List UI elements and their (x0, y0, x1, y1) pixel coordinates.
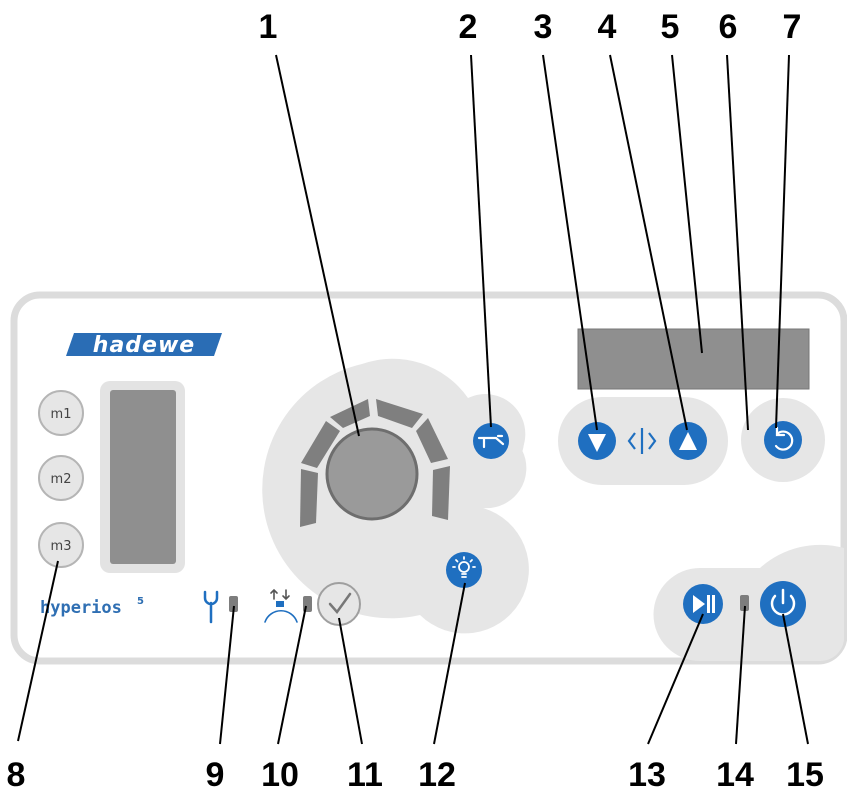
leader-line-14 (735, 605, 746, 745)
leader-line-8 (17, 560, 59, 742)
memory-button-m2-label: m2 (51, 472, 72, 487)
callout-11: 11 (347, 756, 383, 794)
callout-1: 1 (259, 8, 278, 46)
callout-14: 14 (716, 756, 754, 794)
callout-8: 8 (7, 756, 26, 794)
callout-7: 7 (783, 8, 802, 46)
play-pause-button[interactable] (683, 584, 723, 624)
down-arrow-icon (588, 434, 606, 452)
ring-segment-5 (416, 418, 448, 463)
leader-line-11 (338, 617, 363, 745)
leader-line-12 (433, 582, 466, 745)
memory-button-m3-label: m3 (51, 539, 72, 554)
callout-10: 10 (261, 756, 299, 794)
leader-line-1 (275, 54, 360, 437)
play-pause-icon (693, 595, 715, 613)
adjust-width-icon (627, 428, 657, 454)
leader-line-9 (219, 605, 235, 745)
side-display (110, 390, 176, 564)
main-display (577, 328, 810, 390)
thickness-icon (264, 588, 298, 623)
ring-segment-3 (330, 399, 370, 428)
down-button[interactable] (578, 422, 616, 460)
callout-13: 13 (628, 756, 666, 794)
checkmark-icon (328, 592, 352, 615)
leader-line-2 (470, 54, 492, 428)
light-button[interactable] (446, 552, 482, 588)
led-indicator-9 (229, 596, 238, 612)
tool-icon (477, 434, 505, 449)
brand-logo-text: hadewe (93, 333, 195, 358)
leader-line-13 (647, 613, 704, 745)
memory-button-m1[interactable]: m1 (38, 390, 84, 436)
leader-lines (17, 54, 809, 745)
confirm-button[interactable] (317, 582, 361, 626)
memory-button-m3[interactable]: m3 (38, 522, 84, 568)
callout-3: 3 (534, 8, 553, 46)
wrench-icon (203, 590, 219, 624)
memory-button-m1-label: m1 (51, 407, 72, 422)
callout-4: 4 (598, 8, 617, 46)
ring-segment-6 (432, 466, 450, 520)
up-arrow-icon (679, 432, 697, 450)
light-bulb-icon (452, 556, 476, 578)
power-button[interactable] (760, 581, 806, 627)
leader-line-15 (782, 613, 809, 745)
ring-segment-2 (301, 421, 340, 468)
tool-button[interactable] (473, 423, 509, 459)
brand-logo: hadewe (66, 333, 222, 358)
callout-12: 12 (418, 756, 456, 794)
callout-6: 6 (719, 8, 738, 46)
speed-knob[interactable] (325, 427, 419, 521)
leader-line-6 (726, 54, 749, 431)
callout-15: 15 (786, 756, 824, 794)
leader-line-7 (775, 54, 790, 429)
leader-line-10 (277, 605, 307, 745)
led-indicator-14 (740, 595, 749, 611)
memory-button-m2[interactable]: m2 (38, 455, 84, 501)
model-name: hyperios 5 (40, 596, 144, 618)
ring-segment-1 (300, 469, 318, 527)
model-name-text: hyperios (40, 598, 122, 618)
reset-icon (774, 426, 794, 451)
model-superscript: 5 (137, 596, 144, 607)
knob-ring (300, 399, 450, 527)
ring-segment-4 (376, 399, 423, 428)
reset-button[interactable] (764, 421, 802, 459)
callout-2: 2 (459, 8, 478, 46)
leader-line-4 (609, 54, 688, 431)
up-button[interactable] (669, 422, 707, 460)
leader-line-3 (542, 54, 598, 431)
callout-5: 5 (661, 8, 680, 46)
callout-9: 9 (206, 756, 225, 794)
leader-line-5 (671, 54, 703, 354)
